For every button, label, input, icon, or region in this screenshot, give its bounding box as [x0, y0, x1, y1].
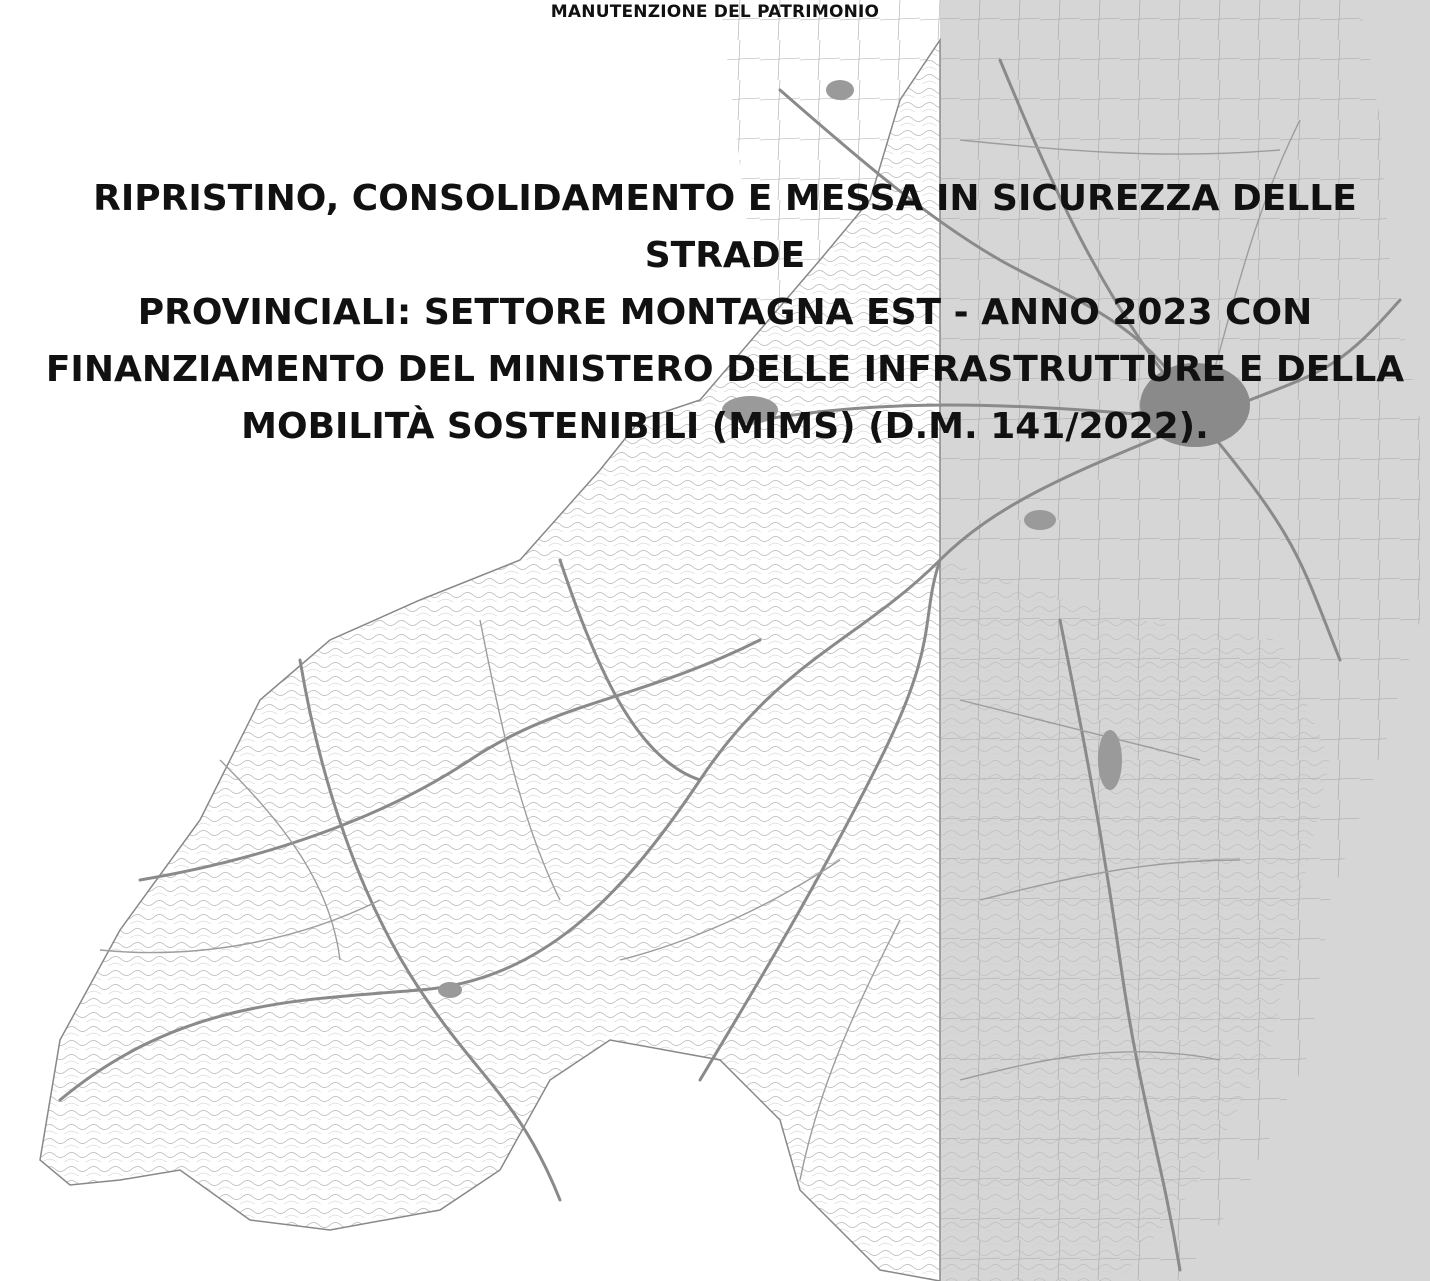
title-line-1: RIPRISTINO, CONSOLIDAMENTO E MESSA IN SI…	[93, 178, 1357, 276]
road-network	[58, 58, 1402, 1272]
town-area	[1024, 510, 1056, 530]
town-area	[722, 396, 778, 424]
eastern-hills	[940, 560, 1330, 1281]
town-area	[438, 982, 462, 998]
title-line-4: MOBILITÀ SOSTENIBILI (MIMS) (D.M. 141/20…	[241, 406, 1209, 447]
title-line-3: FINANZIAMENTO DEL MINISTERO DELLE INFRAS…	[45, 349, 1405, 390]
city-area	[1140, 363, 1250, 447]
town-area	[826, 80, 854, 100]
section-label: MANUTENZIONE DEL PATRIMONIO	[550, 2, 880, 22]
project-title: RIPRISTINO, CONSOLIDAMENTO E MESSA IN SI…	[40, 170, 1410, 455]
title-line-2: PROVINCIALI: SETTORE MONTAGNA EST - ANNO…	[137, 292, 1313, 333]
town-area	[1098, 730, 1122, 790]
